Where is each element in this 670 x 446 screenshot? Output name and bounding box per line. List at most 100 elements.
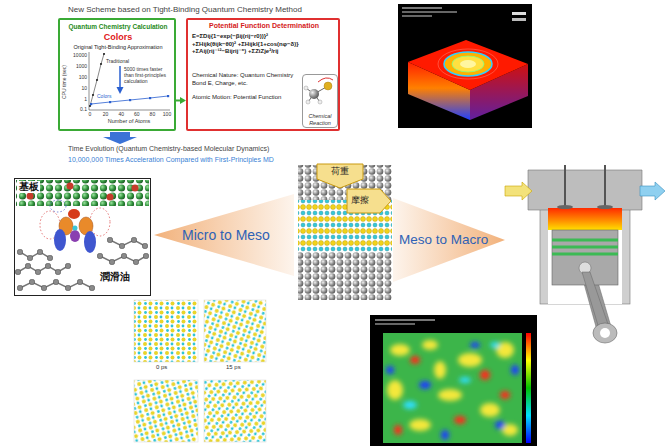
interface-atoms-part (70, 230, 80, 242)
time-label: 15 ps (226, 364, 241, 371)
stress-map-part (383, 333, 522, 443)
stress-map-part-part-part (403, 401, 417, 409)
stress-map-part-part-part (511, 365, 519, 375)
stress-map-part (370, 315, 537, 446)
tb-chart-part (119, 66, 121, 88)
engine-piston-part (548, 208, 622, 304)
node-outline (347, 189, 391, 213)
stress-map-part-part-part (434, 361, 446, 379)
interface-atoms-part (100, 256, 146, 262)
image-panel: 基板潤滑油 (14, 178, 151, 296)
tick-label: 60 (131, 111, 143, 117)
node-outline (154, 194, 294, 276)
note-text: Chemical Nature: Quantum Chemistry Bond … (192, 72, 300, 87)
time-label: 0 ps (156, 364, 167, 371)
simulation-render-part (438, 49, 498, 79)
arrow-text: Micro to Meso (182, 227, 270, 244)
series-label: Colors (97, 93, 111, 99)
arrow-text: Meso to Macro (399, 232, 488, 248)
md-snapshots (134, 300, 266, 442)
stress-map-part-part (383, 333, 522, 443)
axis-title: Number of Atoms (99, 118, 159, 125)
layered-structure-part (298, 252, 392, 300)
interface-atoms-part (20, 282, 92, 288)
tick-label: 100 (160, 111, 174, 117)
md-snapshots-part (134, 380, 198, 442)
note-text: Atomic Motion: Potential Function (192, 94, 300, 102)
stress-map-part-part-part (390, 344, 410, 356)
scale-arrow: Micro to Meso (154, 194, 294, 276)
node-outline (393, 198, 505, 282)
simulation-render-part (512, 12, 526, 15)
stress-map-part-part-part (438, 389, 462, 401)
arrow-text: 摩擦 (351, 195, 369, 206)
md-snapshots-part (204, 300, 266, 362)
down-arrow (103, 132, 137, 144)
engine-piston-part (640, 182, 665, 200)
interface-atoms-part (84, 231, 96, 253)
stress-map-part (375, 319, 435, 321)
tb-chart (89, 52, 170, 110)
tick-label: 10 (67, 85, 87, 91)
tick-label: 20 (100, 111, 112, 117)
box-subtitle: Original Tight-Binding Approximation (61, 44, 175, 51)
stress-map-part-part-part (387, 380, 403, 400)
stress-map-part-part-part (394, 425, 402, 435)
tick-label: 10000 (67, 52, 87, 58)
interface-atoms-part (14, 178, 151, 296)
interface-atoms-part (132, 185, 139, 192)
stress-map-part-part-part (500, 391, 510, 399)
formula-text: E=ΣDij{1−exp(−βij(rij−r0))}² +ΣHijk(θijk… (192, 33, 300, 56)
simulation-render-part (512, 18, 526, 21)
interface-atoms-part (67, 183, 74, 190)
tick-label: 80 (146, 111, 158, 117)
stress-map-part (375, 323, 415, 325)
method-name: Colors (61, 32, 175, 43)
stress-map-part-part-part (480, 403, 500, 417)
interface-atoms-part (27, 193, 34, 200)
series-label: Traditional (106, 58, 129, 64)
molecule-part (306, 100, 310, 104)
tick-label: 40 (115, 111, 127, 117)
simulation-render-part (444, 52, 492, 76)
section-label: Time Evolution (Quantum Chemistry-based … (68, 145, 269, 153)
interface-atoms-part (54, 229, 66, 251)
tb-chart-part (117, 87, 124, 94)
region-label: 潤滑油 (99, 271, 131, 283)
interface-atoms-part (68, 209, 80, 219)
simulation-render-part (452, 56, 484, 72)
engine-piston-part (593, 323, 617, 343)
molecule-part (304, 86, 308, 90)
simulation-render-part (402, 15, 432, 17)
stress-map-part-part-part (495, 421, 505, 429)
friction-arrow: 摩擦 (346, 188, 392, 214)
layered-structure (298, 165, 392, 300)
interface-atoms-part (50, 200, 66, 212)
interface-atoms-part (90, 208, 110, 236)
stress-map-part-part-part (470, 342, 480, 348)
engine-piston-part (557, 205, 573, 209)
title-text: New Scheme based on Tight-Binding Quantu… (68, 5, 302, 15)
stress-map-part (526, 333, 531, 443)
stress-map-part-part-part (386, 366, 394, 374)
load-arrow: 荷重 (316, 163, 364, 189)
molecule-part (318, 100, 322, 104)
simulation-render-part (408, 40, 528, 90)
interface-atoms-part (107, 194, 114, 201)
molecule-part (318, 78, 333, 82)
tick-label: 0.1 (67, 106, 87, 112)
interface-atoms (14, 178, 151, 296)
engine-piston-part (552, 253, 618, 256)
engine-piston-part (552, 239, 618, 242)
engine-piston-part (600, 328, 610, 338)
box-caption: Chemical Reaction (304, 113, 336, 126)
stress-map-part-part-part (409, 419, 431, 431)
engine-piston-part (597, 205, 613, 209)
simulation-render-part (460, 60, 476, 68)
interface-atoms-part (20, 252, 50, 258)
stress-map-part-part-part (441, 430, 449, 440)
down-arrow-part (103, 132, 137, 144)
interface-atoms-part (110, 240, 145, 246)
node-outline (317, 164, 363, 188)
